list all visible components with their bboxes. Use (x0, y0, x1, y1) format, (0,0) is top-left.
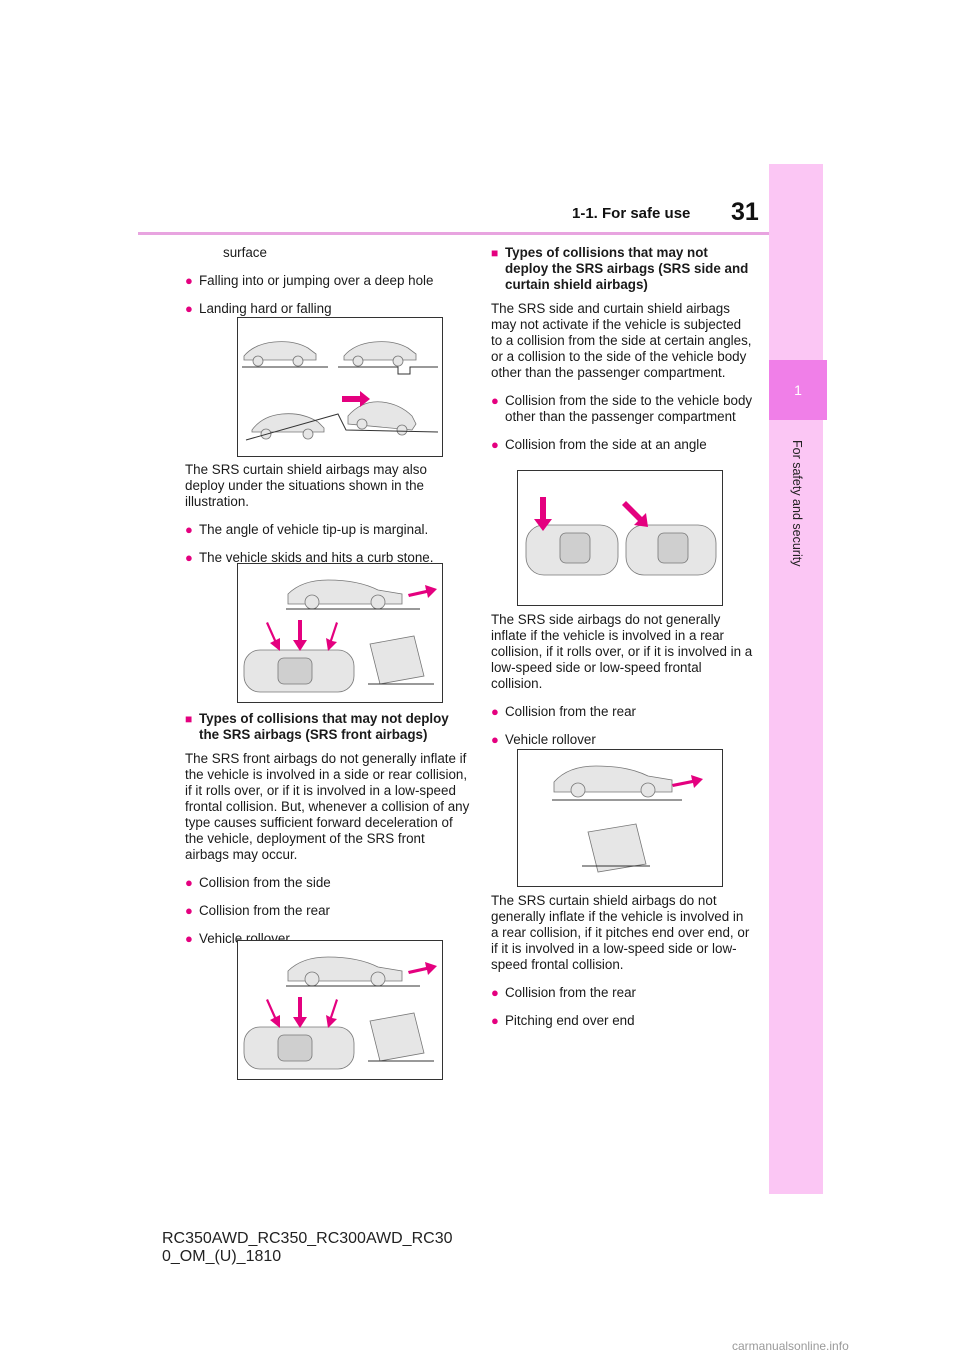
curtain-paragraph: The SRS curtain shield airbags may also … (185, 462, 427, 509)
bullet-icon: ● (185, 273, 193, 288)
side-paragraph-2: The SRS side airbags do not generally in… (491, 612, 753, 691)
bullet-icon: ● (185, 931, 193, 946)
footer-line-1: RC350AWD_RC350_RC300AWD_RC30 (162, 1230, 453, 1247)
list-item: ●Landing hard or falling (185, 301, 332, 316)
watermark: carmanualsonline.info (732, 1339, 849, 1353)
list-item: ●Collision from the side at an angle (491, 437, 707, 452)
list-item: ●Collision from the rear (491, 985, 636, 1000)
illustration-front-collisions (237, 940, 443, 1080)
footer-line-2: 0_OM_(U)_1810 (162, 1248, 282, 1265)
bullet-icon: ● (491, 393, 499, 408)
chapter-label-text: For safety and security (790, 440, 804, 567)
illustration-side-angle (517, 470, 723, 606)
header-rule (138, 232, 770, 235)
left-column-mid: The SRS curtain shield airbags may also … (185, 462, 470, 566)
front-paragraph: The SRS front airbags do not generally i… (185, 751, 470, 862)
illustration-tipup-curb (237, 563, 443, 703)
left-column-top: surface ●Falling into or jumping over a … (185, 245, 470, 317)
bullet-icon: ● (491, 732, 499, 747)
bullet-icon: ● (185, 903, 193, 918)
right-column-top: ■Types of collisions that may not deploy… (491, 245, 753, 453)
bullet-icon: ● (185, 875, 193, 890)
bullet-icon: ● (491, 437, 499, 452)
list-item: ●Collision from the side to the vehicle … (491, 393, 753, 424)
heading-marker-icon: ■ (185, 712, 193, 726)
bullet-icon: ● (491, 1013, 499, 1028)
page-number: 31 (731, 198, 759, 226)
chapter-label: For safety and security (786, 440, 806, 620)
heading-side-airbags: ■Types of collisions that may not deploy… (491, 245, 749, 292)
section-title: 1-1. For safe use (572, 205, 691, 222)
list-item: ●Pitching end over end (491, 1013, 635, 1028)
curtain-paragraph-2: The SRS curtain shield airbags do not ge… (491, 893, 750, 972)
heading-marker-icon: ■ (491, 246, 499, 260)
list-item: ●Vehicle rollover (491, 732, 596, 747)
intro-text: surface (223, 245, 267, 260)
list-item: ●Collision from the rear (185, 903, 330, 918)
list-item: ●Collision from the rear (491, 704, 636, 719)
chapter-number: 1 (769, 360, 827, 420)
side-tab (769, 164, 823, 1194)
right-column-mid: The SRS side airbags do not generally in… (491, 612, 753, 748)
bullet-icon: ● (185, 550, 193, 565)
heading-front-airbags: ■Types of collisions that may not deploy… (185, 711, 449, 742)
footer-manual-code: RC350AWD_RC350_RC300AWD_RC30 0_OM_(U)_18… (162, 1230, 452, 1266)
illustration-rear-rollover (517, 749, 723, 887)
bullet-icon: ● (491, 985, 499, 1000)
bullet-icon: ● (185, 522, 193, 537)
list-item: ●The vehicle skids and hits a curb stone… (185, 550, 434, 565)
list-item: ●The angle of vehicle tip-up is marginal… (185, 522, 429, 537)
list-item: ●Falling into or jumping over a deep hol… (185, 273, 434, 288)
bullet-icon: ● (185, 301, 193, 316)
bullet-icon: ● (491, 704, 499, 719)
illustration-hole-landing (237, 317, 443, 457)
list-item: ●Collision from the side (185, 875, 331, 890)
left-column-bottom: ■Types of collisions that may not deploy… (185, 711, 470, 947)
side-paragraph: The SRS side and curtain shield airbags … (491, 301, 752, 380)
right-column-bottom: The SRS curtain shield airbags do not ge… (491, 893, 753, 1029)
